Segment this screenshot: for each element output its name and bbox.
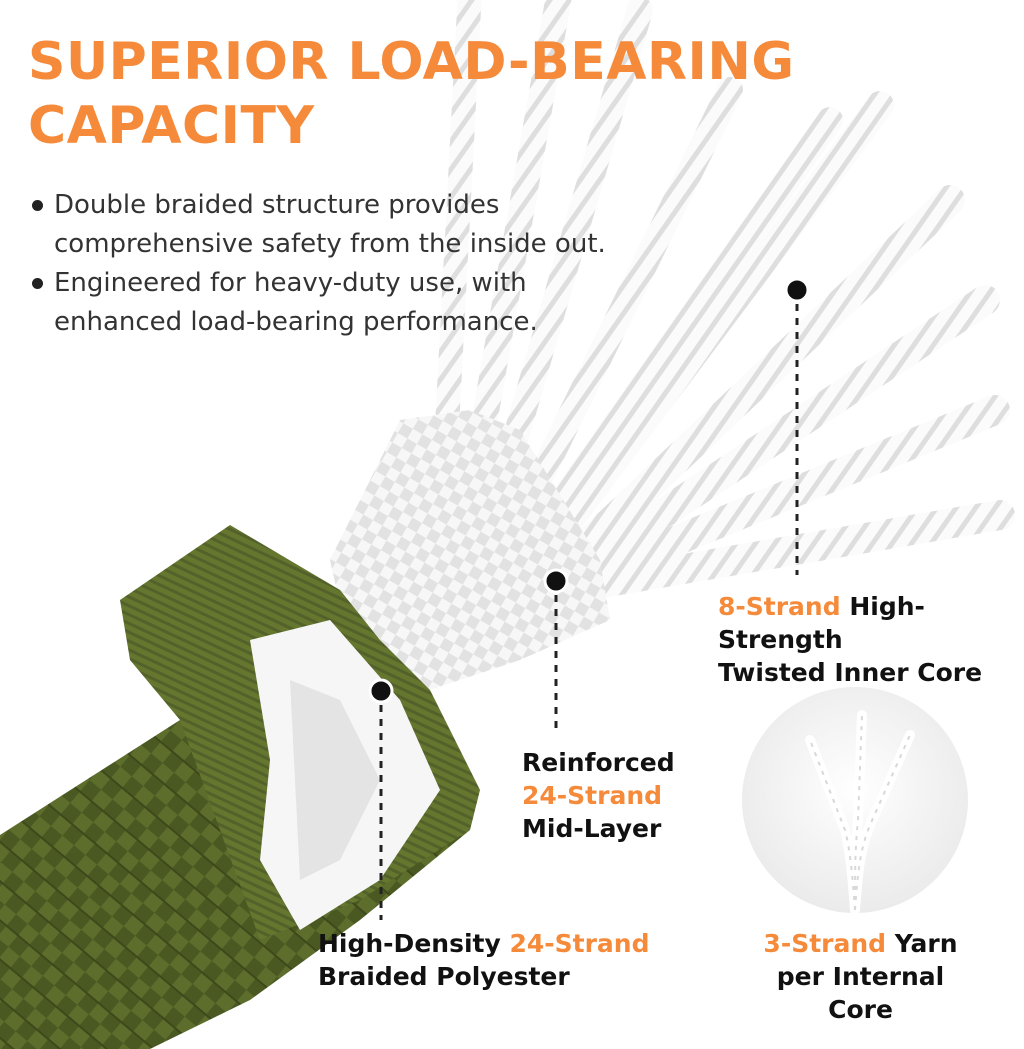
feature-line: Double braided structure provides [54,190,500,220]
headline: SUPERIOR LOAD-BEARING CAPACITY [28,30,795,158]
callout-accent: 3-Strand [763,929,887,958]
feature-list: Double braided structure provides compre… [30,186,674,342]
callout-text: High-Strength [718,592,925,654]
callout-text: Reinforced [522,748,675,777]
callout-yarn: 3-Strand Yarn per Internal Core [748,927,973,1026]
feature-line: comprehensive safety from the inside out… [54,229,606,259]
feature-line: Engineered for heavy-duty use, with [54,268,527,298]
callout-outer-braid: High-Density 24-Strand Braided Polyester [318,927,649,993]
white-fiber-shade [290,680,380,880]
callout-text: Twisted Inner Core [718,658,983,687]
callout-accent: 8-Strand [718,592,841,621]
callout-mid-layer: Reinforced 24-Strand Mid-Layer [522,746,675,845]
callout-text: High-Density [318,929,510,958]
callout-text: Mid-Layer [522,814,662,843]
feature-line: enhanced load-bearing performance. [54,307,538,337]
callout-accent: 24-Strand [509,929,650,958]
callout-text: Braided Polyester [318,962,570,991]
feature-item: Engineered for heavy-duty use, with enha… [30,264,674,342]
yarn-inset [742,687,968,915]
callout-markers [368,277,810,920]
headline-line-1: SUPERIOR LOAD-BEARING [28,32,795,92]
mid-layer-braid [330,410,610,690]
callout-inner-core: 8-Strand High-Strength Twisted Inner Cor… [718,590,1024,689]
callout-accent: 24-Strand [522,781,663,810]
callout-text: Yarn [886,929,958,958]
feature-item: Double braided structure provides compre… [30,186,674,264]
headline-line-2: CAPACITY [28,96,315,156]
callout-text: per Internal Core [776,962,945,1024]
